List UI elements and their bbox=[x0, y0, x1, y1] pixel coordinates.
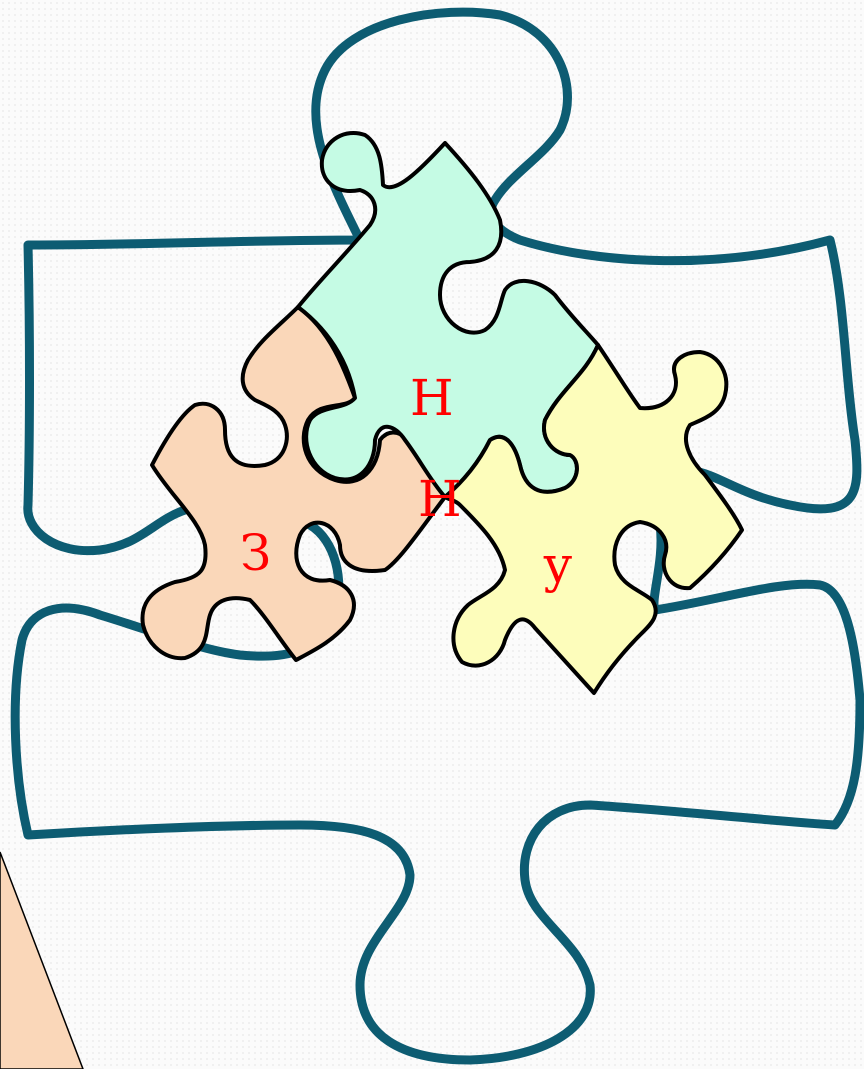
piece-letter-yellow: у bbox=[543, 536, 572, 594]
piece-letter-pink: З bbox=[240, 524, 271, 582]
piece-letter-green: Н bbox=[410, 369, 454, 427]
piece-letter-hidden: Н bbox=[418, 470, 462, 528]
corner-shape bbox=[0, 852, 83, 1069]
